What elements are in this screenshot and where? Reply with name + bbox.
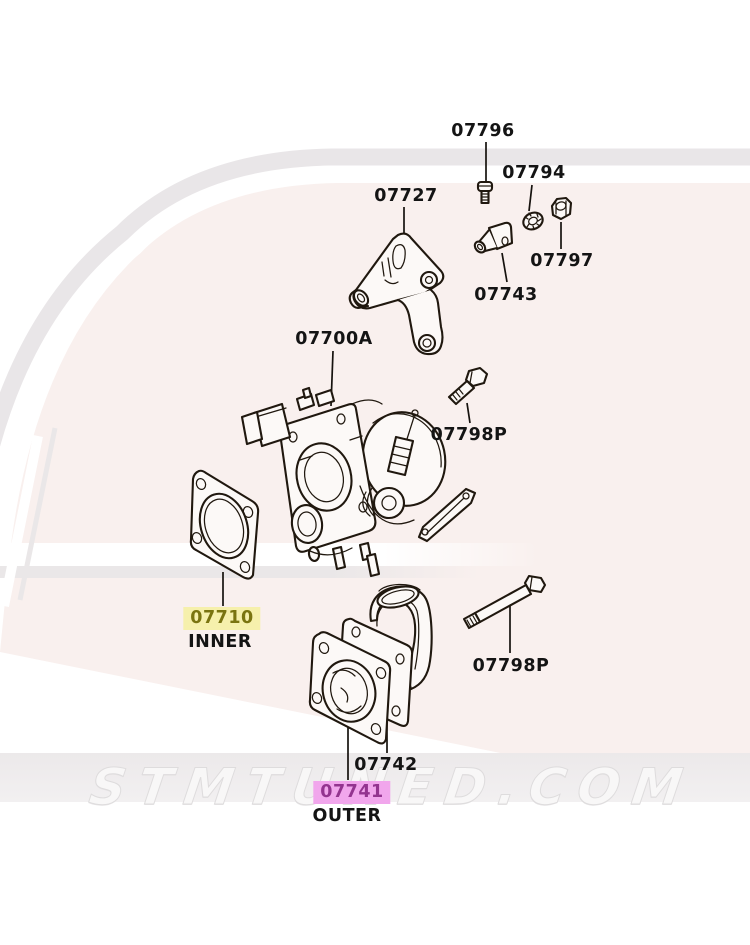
gasket-inner-07710 bbox=[189, 469, 260, 580]
logo-middle-white-band bbox=[0, 543, 540, 566]
screw-07796 bbox=[476, 180, 494, 205]
part-label-07798p-lower[interactable]: 07798P bbox=[472, 656, 550, 676]
variant-note-outer: OUTER bbox=[312, 806, 382, 826]
part-label-07798p-upper[interactable]: 07798P bbox=[430, 425, 508, 445]
part-label-07742[interactable]: 07742 bbox=[354, 755, 418, 775]
part-label-07797[interactable]: 07797 bbox=[530, 251, 594, 271]
logo-gray-stroke bbox=[0, 148, 750, 447]
gasket-outer-07741 bbox=[308, 631, 392, 745]
nut-07797 bbox=[550, 196, 573, 221]
bracket-07743 bbox=[473, 221, 514, 254]
part-label-07741-highlighted[interactable]: 07741 bbox=[313, 781, 391, 804]
part-label-07796[interactable]: 07796 bbox=[451, 121, 515, 141]
part-label-07710-highlighted[interactable]: 07710 bbox=[183, 607, 261, 630]
part-label-07700a[interactable]: 07700A bbox=[295, 329, 373, 349]
throttle-body-07700a bbox=[240, 386, 477, 578]
part-label-07743[interactable]: 07743 bbox=[474, 285, 538, 305]
bolt-07798p-lower bbox=[462, 574, 547, 630]
bracket-07727 bbox=[348, 232, 445, 356]
logo-white-gap bbox=[0, 165, 750, 523]
variant-note-inner: INNER bbox=[188, 632, 252, 652]
part-label-07794[interactable]: 07794 bbox=[502, 163, 566, 183]
logo-left-gray-diagonal bbox=[17, 427, 58, 601]
part-label-07727[interactable]: 07727 bbox=[374, 186, 438, 206]
bolt-07798p-upper bbox=[447, 366, 489, 406]
logo-left-white-diagonal bbox=[0, 435, 43, 607]
washer-07794 bbox=[522, 211, 544, 231]
leader-lines bbox=[222, 142, 562, 780]
